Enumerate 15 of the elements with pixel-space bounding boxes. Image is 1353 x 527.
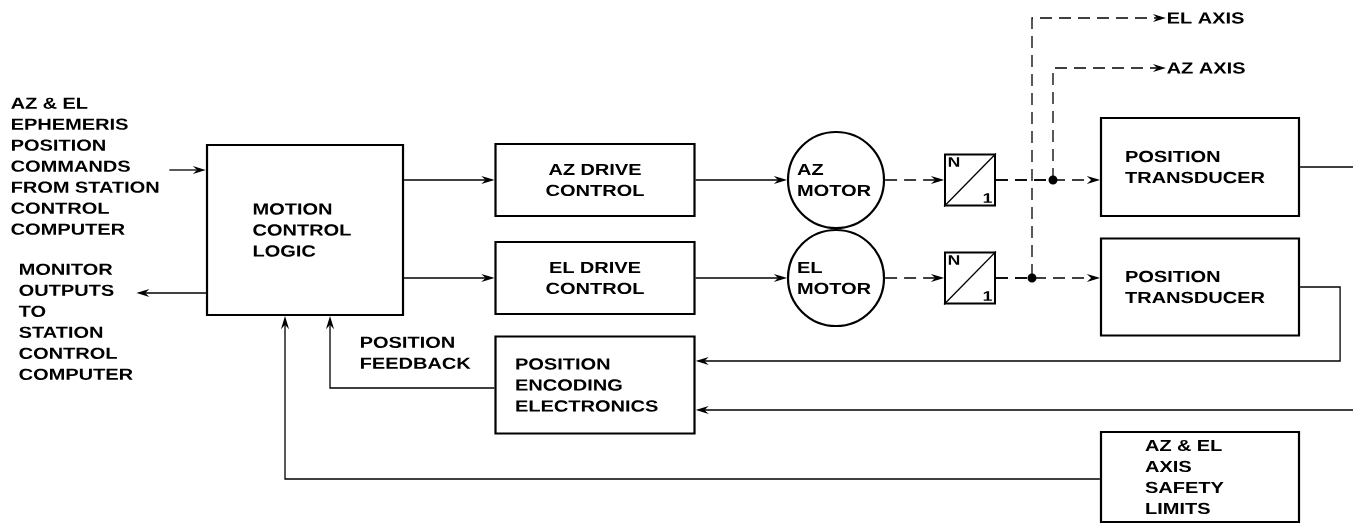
process-box: POSITION TRANSDUCER [1099, 237, 1301, 337]
process-box: AZ DRIVE CONTROL [494, 142, 696, 218]
text-label: EL AXIS [1168, 12, 1244, 24]
connector-line [1299, 166, 1353, 168]
process-box: AZ & EL AXIS SAFETY LIMITS [1099, 430, 1301, 524]
text-label: MONITOR OUTPUTS TO STATION CONTROL COMPUTER [18, 263, 133, 380]
process-box: MOTION CONTROL LOGIC [205, 143, 405, 317]
text-label: AZ & EL EPHEMERIS POSITION COMMANDS FROM STATION CONTROL COMPUTER [11, 97, 159, 235]
process-box: POSITION TRANSDUCER [1099, 116, 1301, 218]
gear-ratio-box: N 1 [943, 250, 997, 306]
edge-label: POSITION FEEDBACK [358, 335, 476, 370]
process-box: EL DRIVE CONTROL [494, 240, 696, 316]
text-label: AZ AXIS [1167, 62, 1245, 74]
process-box: POSITION ENCODING ELECTRONICS [494, 335, 696, 435]
gear-ratio-box: N 1 [943, 152, 997, 208]
